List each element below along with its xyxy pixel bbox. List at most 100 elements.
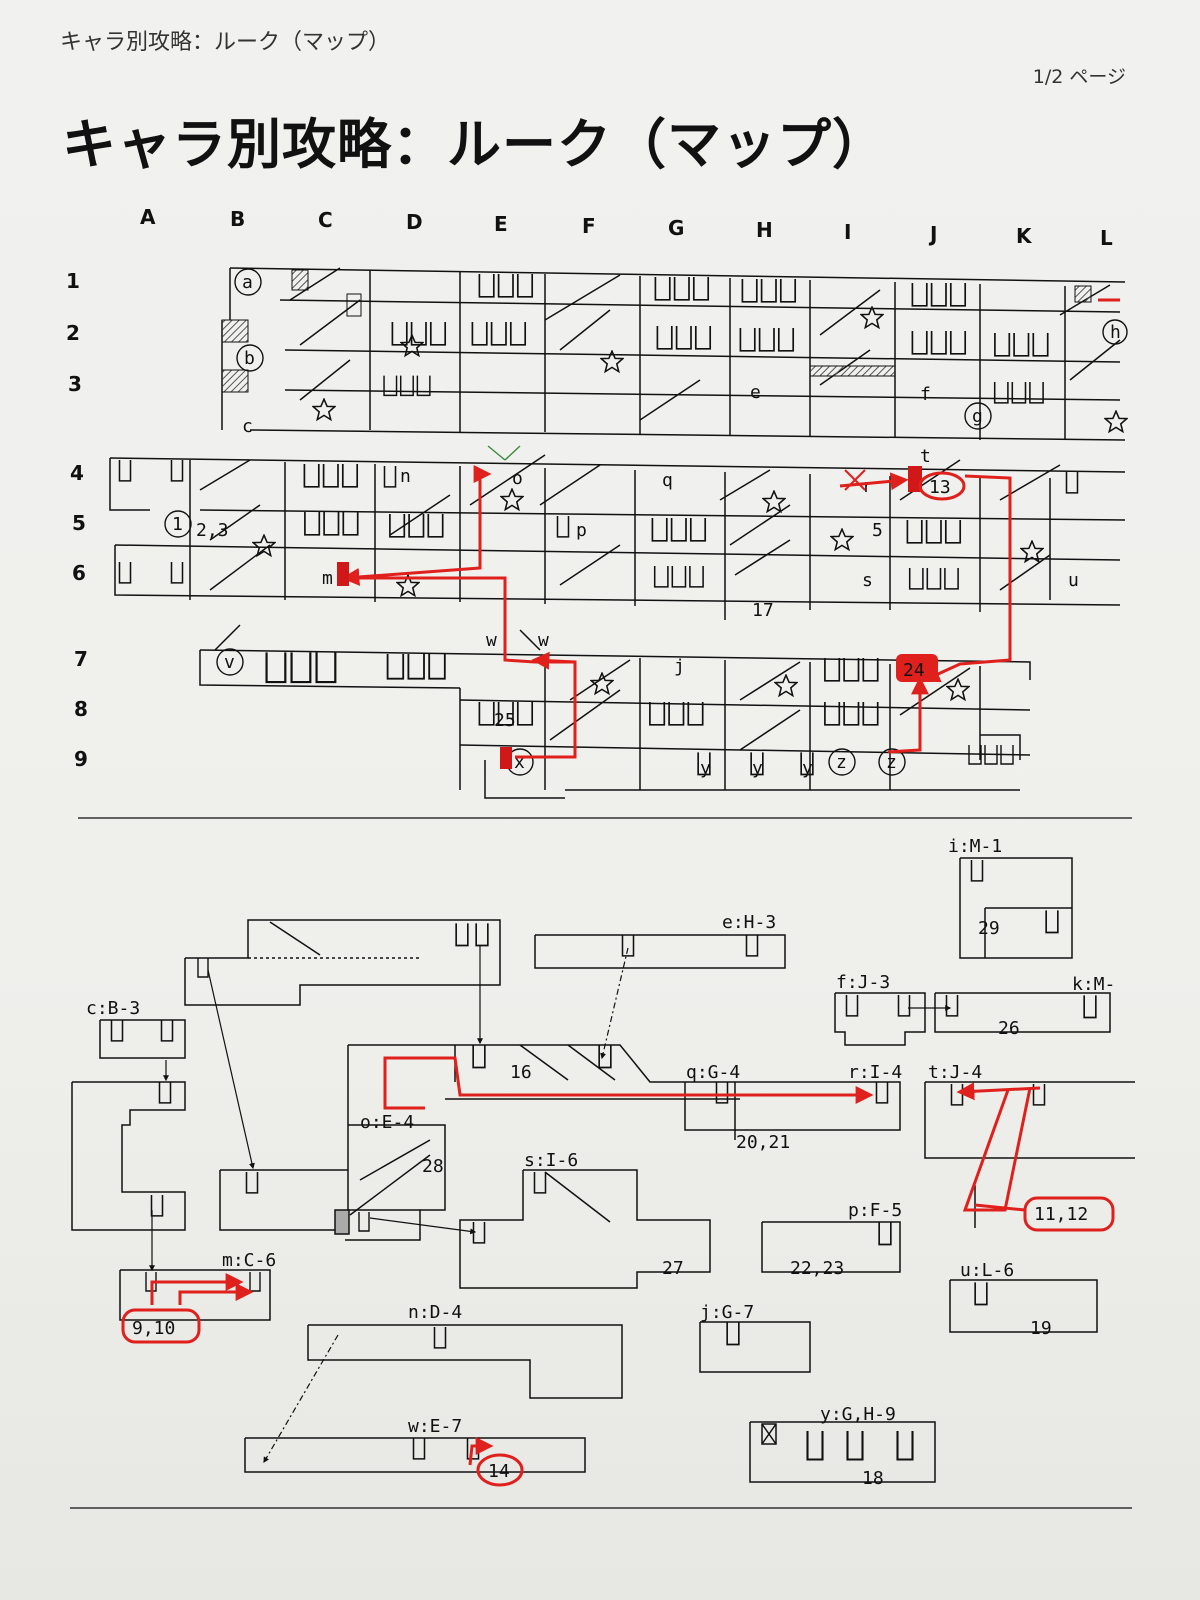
star-icon <box>774 674 798 697</box>
star-icon <box>1104 410 1128 433</box>
column-header-a: A <box>140 205 156 229</box>
room-label-m: m:C-6 <box>222 1250 276 1271</box>
marker-p: p <box>576 520 587 541</box>
room-number-m: 9,10 <box>132 1318 175 1339</box>
room-number-s: 27 <box>662 1258 684 1279</box>
star-icon <box>590 672 614 695</box>
row-header-3: 3 <box>68 372 82 396</box>
room-number-p: 22,23 <box>790 1258 844 1279</box>
column-header-c: C <box>318 208 333 232</box>
marker-y3: y <box>802 758 813 779</box>
star-icon <box>830 528 854 551</box>
room-label-w: w:E-7 <box>408 1416 462 1437</box>
column-headers: A B C D E F G H I J K L <box>140 205 1113 250</box>
detail-room-links <box>149 945 952 1464</box>
marker-u: u <box>1068 570 1079 591</box>
row-header-5: 5 <box>72 511 86 535</box>
room-label-s: s:I-6 <box>524 1150 578 1171</box>
number-5: 5 <box>872 520 883 541</box>
room-label-p: p:F-5 <box>848 1200 902 1221</box>
room-label-u: u:L-6 <box>960 1260 1014 1281</box>
column-header-f: F <box>582 214 596 238</box>
marker-x: x <box>514 752 525 773</box>
page-counter: 1/2 ページ <box>1032 66 1126 88</box>
upper-map-circles <box>164 268 1128 776</box>
number-2-3: 2,3 <box>196 520 229 541</box>
marker-e: e <box>750 382 761 403</box>
column-header-b: B <box>230 207 245 231</box>
star-icon <box>252 534 276 557</box>
marker-h: h <box>1110 322 1121 343</box>
marker-t: t <box>920 446 931 467</box>
column-header-d: D <box>406 210 423 234</box>
page-title: キャラ別攻略：ルーク（マップ） <box>62 113 887 176</box>
column-header-k: K <box>1016 224 1033 248</box>
upper-map-letters: c e f n o q r t p s u m j w w y y y 2,3 … <box>196 382 1079 779</box>
column-header-j: J <box>928 222 937 246</box>
marker-a: a <box>242 272 253 293</box>
room-number-q: 20,21 <box>736 1132 790 1153</box>
star-icon <box>762 490 786 513</box>
room-label-q: q:G-4 <box>686 1062 740 1083</box>
column-header-e: E <box>494 212 508 236</box>
room-label-f: f:J-3 <box>836 972 890 993</box>
room-number-u: 19 <box>1030 1318 1052 1339</box>
row-header-2: 2 <box>66 321 80 345</box>
upper-map <box>109 267 1126 799</box>
star-icon <box>312 398 336 421</box>
marker-r: r <box>862 476 873 497</box>
row-headers: 1 2 3 4 5 6 7 8 9 <box>66 269 88 771</box>
room-label-i: i:M-1 <box>948 836 1002 857</box>
column-header-h: H <box>756 218 773 242</box>
room-label-j: j:G-7 <box>700 1302 754 1323</box>
room-label-e: e:H-3 <box>722 912 776 933</box>
room-label-o: o:E-4 <box>360 1112 414 1133</box>
room-label-k: k:M- <box>1072 974 1115 995</box>
marker-v: v <box>224 652 235 673</box>
column-header-l: L <box>1100 226 1113 250</box>
room-number-i: 29 <box>978 918 1000 939</box>
marker-w2: w <box>538 630 549 651</box>
upper-map-lockers <box>118 274 1079 776</box>
marker-n: n <box>400 466 411 487</box>
marker-q: q <box>662 470 673 491</box>
detail-room-lines <box>71 857 1135 1483</box>
marker-y: y <box>700 758 711 779</box>
marker-f: f <box>920 384 931 405</box>
marker-z: z <box>836 752 847 773</box>
marker-1: 1 <box>172 514 183 535</box>
star-icon <box>946 678 970 701</box>
room-number-o-28: 28 <box>422 1156 444 1177</box>
marker-b: b <box>244 348 255 369</box>
highlight-13: 13 <box>929 477 951 498</box>
number-17: 17 <box>752 600 774 621</box>
row-header-9: 9 <box>74 747 88 771</box>
room-label-n: n:D-4 <box>408 1302 462 1323</box>
row-header-1: 1 <box>66 269 80 293</box>
upper-map-route-highlights: 13 24 <box>337 445 966 769</box>
marker-o: o <box>512 468 523 489</box>
marker-y2: y <box>752 758 763 779</box>
highlight-24: 24 <box>903 660 925 681</box>
row-header-8: 8 <box>74 697 88 721</box>
row-header-6: 6 <box>72 561 86 585</box>
row-header-4: 4 <box>70 461 84 485</box>
marker-g: g <box>972 406 983 427</box>
room-number-k: 26 <box>998 1018 1020 1039</box>
upper-map-route <box>341 298 1120 759</box>
marker-c: c <box>242 416 253 437</box>
star-markers <box>252 306 1128 701</box>
room-number-w: 14 <box>488 1461 510 1482</box>
marker-z2: z <box>886 752 897 773</box>
upper-map-circle-labels: a b g h 1 v x z z <box>172 272 1121 773</box>
column-header-g: G <box>668 216 684 240</box>
marker-m: m <box>322 568 333 589</box>
marker-w: w <box>486 630 497 651</box>
column-header-i: I <box>844 220 851 244</box>
star-icon <box>860 306 884 329</box>
number-25: 25 <box>494 710 516 731</box>
room-label-c: c:B-3 <box>86 998 140 1019</box>
room-number-t: 11,12 <box>1034 1204 1088 1225</box>
